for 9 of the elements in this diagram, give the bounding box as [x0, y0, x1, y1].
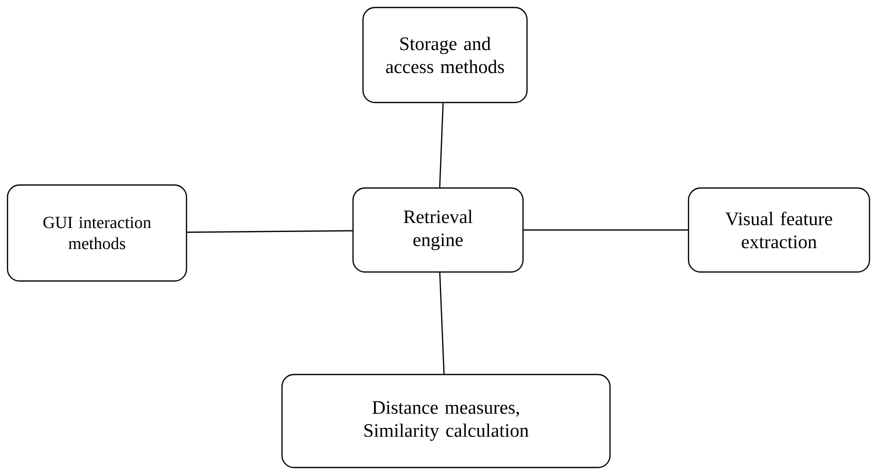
- connector-line: [524, 229, 688, 231]
- process-box: GUI interaction methods: [6, 184, 188, 282]
- connector-line: [187, 230, 352, 233]
- process-box: Retrieval engine: [352, 187, 524, 273]
- process-box: Distance measures, Similarity calculation: [281, 374, 611, 468]
- connector-line: [439, 103, 444, 188]
- connector-line: [439, 272, 445, 374]
- process-box: Storage and access methods: [362, 6, 528, 104]
- process-box: Visual feature extraction: [688, 187, 870, 273]
